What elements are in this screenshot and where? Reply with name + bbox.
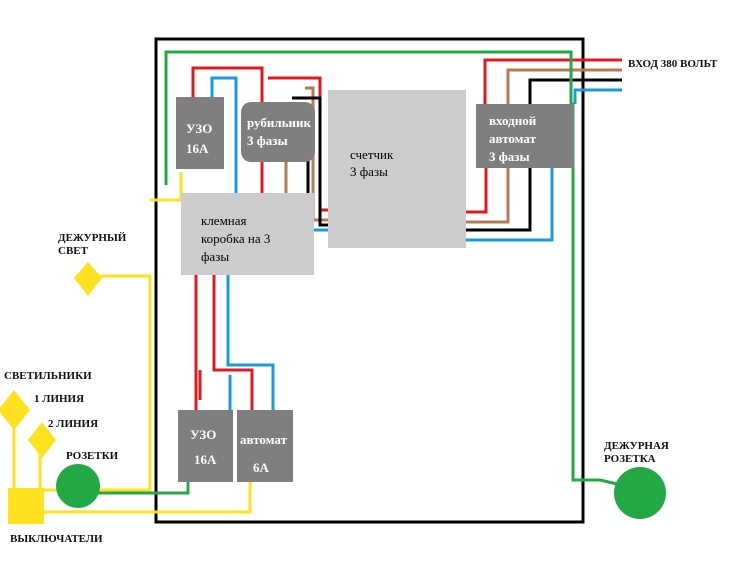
wire-black-out [466,168,532,232]
uzo-bottom-line1: УЗО [190,427,217,442]
uzo-top-line1: УЗО [186,121,213,136]
input-breaker-line1: входной [489,113,537,128]
terminal-box-line1: клемная [201,213,247,228]
input-breaker-line2: автомат [489,131,536,146]
terminal-box-line2: коробка на 3 [201,231,271,246]
lamps-label: СВЕТИЛЬНИКИ [4,370,92,382]
uzo-top-line2: 16А [186,141,209,156]
meter-line2: 3 фазы [350,164,388,179]
wire-brown-out [466,168,510,224]
line2-label: 2 ЛИНИЯ [48,418,99,430]
uzo-top-device: УЗО 16А [176,97,224,169]
sockets-label: РОЗЕТКИ [66,450,119,462]
wire-yellow-bottom [38,482,252,514]
breaker-bottom-device: автомат 6А [237,410,293,482]
switches-label: ВЫКЛЮЧАТЕЛИ [10,533,103,545]
breaker-bottom-line1: автомат [240,432,287,447]
duty-socket-label-1: ДЕЖУРНАЯ [604,440,669,452]
wire-red-top [191,66,264,102]
terminal-box-device: клемная коробка на 3 фазы [181,193,314,275]
wire-green-sockets [98,482,190,495]
lamp-line2-diamond [28,422,56,458]
line1-label: 1 ЛИНИЯ [34,393,85,405]
socket-circle [56,464,100,508]
uzo-bottom-line2: 16А [194,452,217,467]
input-wire-blue [573,88,622,104]
breaker-switch-line2: 3 фазы [247,133,288,148]
meter-line1: счетчик [350,147,394,162]
uzo-bottom-device: УЗО 16А [178,410,233,482]
lower-wiring [194,275,275,410]
wire-blue-out [466,168,554,242]
wire-red-down-2 [212,275,254,410]
switch-block [8,488,44,524]
input-breaker-device: входной автомат 3 фазы [476,104,574,168]
terminal-box-line3: фазы [201,249,230,264]
input-breaker-line3: 3 фазы [489,149,530,164]
input-label: ВХОД 380 ВОЛЬТ [628,58,718,70]
input-lines [483,58,622,104]
input-wire-black [528,78,622,104]
meter-device: счетчик 3 фазы [328,90,466,248]
breaker-to-meter-wires [466,168,554,242]
input-wire-brown [506,68,622,104]
input-wire-red [483,58,622,104]
lamp-line1-diamond [0,390,30,430]
breaker-switch-device: рубильник 3 фазы [241,102,315,162]
breaker-switch-line1: рубильник [247,115,312,130]
wire-blue-top [210,76,238,190]
duty-light-diamond [74,262,102,296]
duty-light-label-1: ДЕЖУРНЫЙ [58,232,127,244]
wire-red-out [466,168,488,214]
wire-black-top [292,96,328,227]
duty-light-label-2: СВЕТ [58,245,88,257]
duty-socket-circle [614,467,666,519]
breaker-bottom-line2: 6А [253,460,269,475]
panel-enclosure [154,37,585,524]
duty-socket-label-2: РОЗЕТКА [604,453,656,465]
wire-blue-down-1 [226,275,275,410]
